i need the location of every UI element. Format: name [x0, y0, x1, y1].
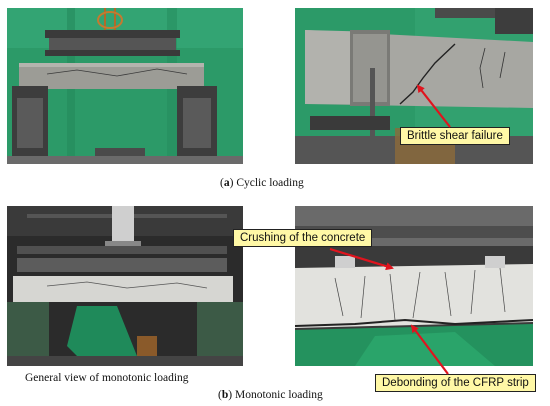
photo-cyclic-overview [7, 8, 243, 164]
caption-a-letter: a [223, 177, 230, 189]
callout-brittle-shear: Brittle shear failure [400, 127, 510, 145]
caption-b: (b) Monotonic loading [218, 389, 323, 401]
caption-a: (a) Cyclic loading [220, 177, 304, 189]
callout-crushing: Crushing of the concrete [233, 229, 373, 247]
caption-b-letter: b [221, 389, 229, 401]
caption-general-view: General view of monotonic loading [25, 372, 189, 384]
caption-a-text: Cyclic loading [233, 177, 304, 189]
caption-b-text: Monotonic loading [232, 389, 323, 401]
photo-monotonic-overview [7, 206, 243, 366]
callout-debonding: Debonding of the CFRP strip [375, 374, 536, 392]
